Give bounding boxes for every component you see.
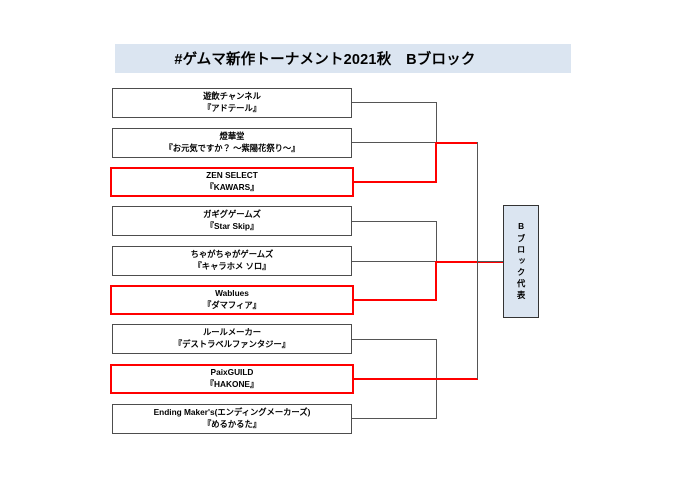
connector-to-champion [477, 261, 504, 263]
entry-org: Ending Maker's(エンディングメーカーズ) [153, 407, 311, 418]
connector-join-e1-e2 [436, 102, 438, 143]
connector-line-e9 [352, 418, 437, 420]
connector-line-e6-winner [354, 299, 437, 302]
entry-work: 『KAWARS』 [205, 182, 259, 192]
page-title: #ゲムマ新作トーナメント2021秋 Bブロック [174, 52, 476, 68]
entry-org: ガギグゲームズ [203, 209, 261, 220]
connector-line-e8-winner [354, 378, 478, 381]
connector-line-e5 [352, 261, 437, 263]
entry-box-1[interactable]: 遊飲チャンネル 『アドテール』 [112, 88, 352, 118]
entry-org: 燈華堂 [219, 131, 245, 142]
entry-box-3-winner[interactable]: ZEN SELECT 『KAWARS』 [110, 167, 354, 197]
entry-work: 『ダマフィア』 [203, 300, 261, 310]
connector-line-e1 [352, 102, 437, 104]
entry-org: PaixGUILD [210, 367, 254, 378]
champion-box: Bブロック代表 [503, 205, 539, 318]
entry-work: 『アドテール』 [202, 103, 262, 113]
connector-line-e4 [352, 221, 437, 223]
entry-org: Wablues [215, 288, 249, 299]
entry-work: 『めるかるた』 [202, 419, 262, 429]
entry-org: ZEN SELECT [206, 170, 258, 181]
connector-line-e2 [352, 142, 437, 144]
entry-box-9[interactable]: Ending Maker's(エンディングメーカーズ) 『めるかるた』 [112, 404, 352, 434]
entry-org: ルールメーカー [202, 327, 262, 338]
entry-work: 『HAKONE』 [205, 379, 259, 389]
entry-box-5[interactable]: ちゃがちゃがゲームズ 『キャラホメ ソロ』 [112, 246, 352, 276]
entry-org: ちゃがちゃがゲームズ [190, 249, 274, 260]
connector-out-group-2 [435, 261, 503, 264]
entry-box-8-winner[interactable]: PaixGUILD 『HAKONE』 [110, 364, 354, 394]
page-title-band: #ゲムマ新作トーナメント2021秋 Bブロック [115, 44, 571, 73]
entry-box-4[interactable]: ガギグゲームズ 『Star Skip』 [112, 206, 352, 236]
connector-join-g1-winner [435, 142, 438, 183]
entry-box-7[interactable]: ルールメーカー 『デストラベルファンタジー』 [112, 324, 352, 354]
entry-box-6-winner[interactable]: Wablues 『ダマフィア』 [110, 285, 354, 315]
connector-line-e3-winner [354, 181, 437, 184]
entry-org: 遊飲チャンネル [203, 91, 261, 102]
entry-work: 『Star Skip』 [205, 221, 259, 231]
connector-join-g2-winner [435, 261, 438, 301]
entry-work: 『デストラベルファンタジー』 [173, 339, 291, 349]
connector-join-e4-e5 [436, 221, 438, 262]
connector-out-group-1 [435, 142, 478, 145]
connector-line-e7 [352, 339, 437, 341]
champion-label: Bブロック代表 [516, 221, 527, 302]
entry-work: 『キャラホメ ソロ』 [193, 261, 271, 271]
entry-box-2[interactable]: 燈華堂 『お元気ですか？ ～紫陽花祭り～』 [112, 128, 352, 158]
connector-spine-final [477, 142, 479, 379]
entry-work: 『お元気ですか？ ～紫陽花祭り～』 [164, 143, 300, 153]
